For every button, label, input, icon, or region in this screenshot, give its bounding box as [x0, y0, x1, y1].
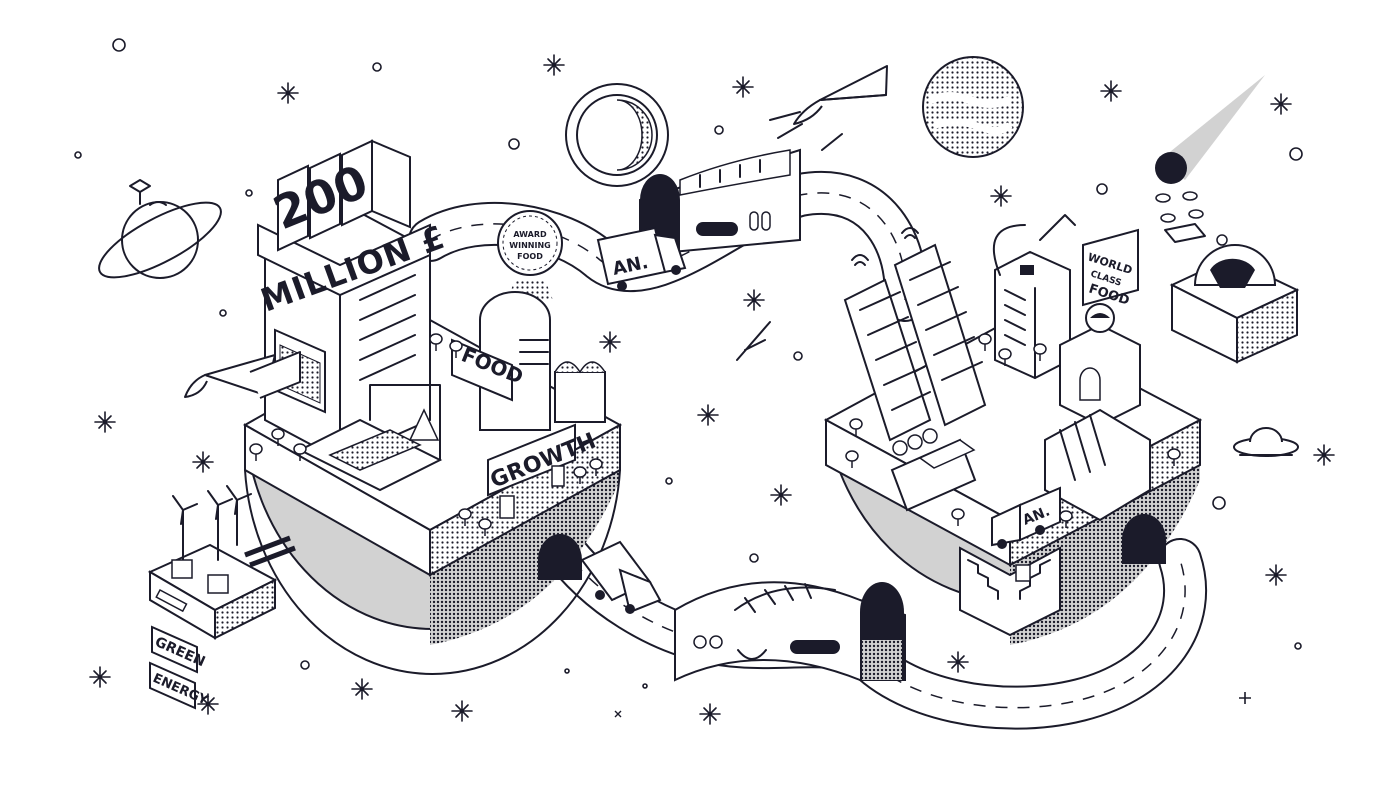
truck-top: AN.: [596, 226, 687, 291]
factory-deck: [297, 384, 443, 492]
dotted-planet: [922, 56, 1024, 158]
drone: [1155, 191, 1206, 243]
shop-building: [1059, 303, 1141, 427]
award-line-3: FOOD: [517, 252, 543, 261]
truck-bottom: [580, 540, 662, 614]
million-tower: MILLION £ 200: [256, 139, 450, 462]
rocket-top: [769, 65, 888, 151]
flying-saucer: [1233, 427, 1299, 457]
glass-towers: [843, 227, 987, 442]
world-class-food-sign: WORLD CLASS FOOD: [1082, 228, 1139, 309]
award-line-2: WINNING: [509, 241, 550, 250]
award-badge: AWARD WINNING FOOD: [497, 210, 563, 300]
rocket-left: [184, 351, 301, 399]
ring-moon: [565, 83, 669, 187]
chat-laptop: [890, 428, 977, 512]
award-line-1: AWARD: [513, 230, 547, 239]
bottom-tunnel: [674, 581, 906, 682]
dome-platform: [1169, 234, 1300, 364]
truck-right: AN.: [991, 486, 1061, 549]
food-building: FOOD: [451, 291, 606, 431]
green-energy-platform: GREEN ENERGY: [147, 485, 296, 710]
ringed-planet: [98, 179, 222, 279]
greenhouse: [1044, 408, 1151, 522]
comet: [736, 75, 1265, 361]
